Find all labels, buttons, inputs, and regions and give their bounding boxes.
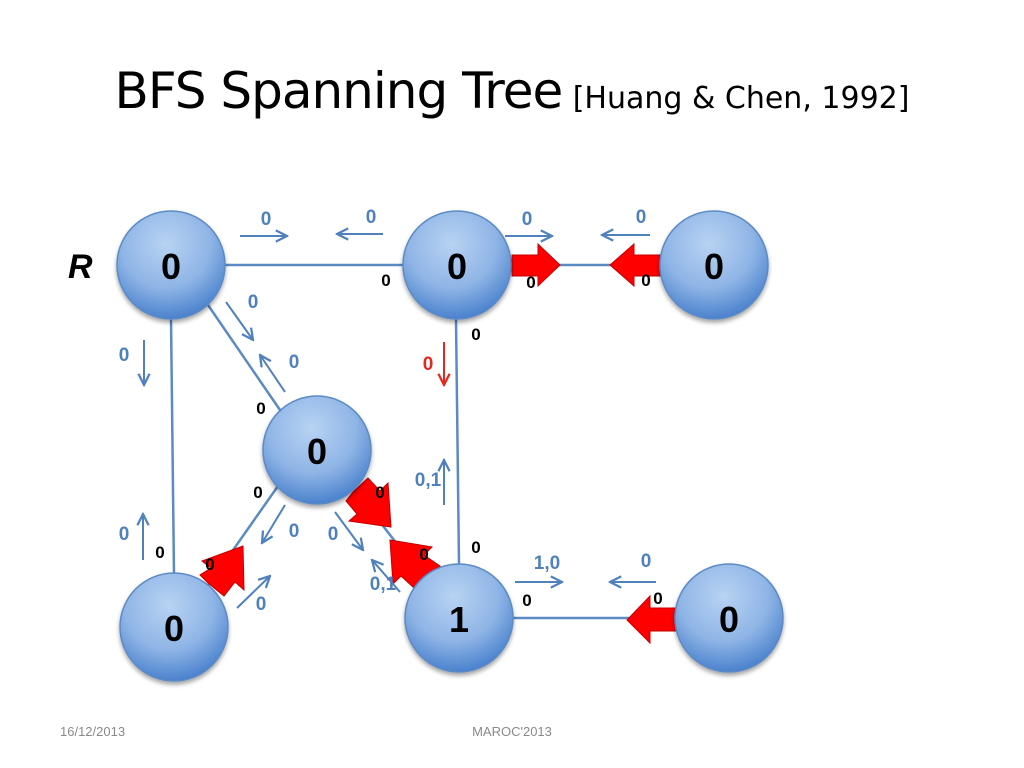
port-label-bm-nw: 0 (419, 545, 428, 564)
title-main: BFS Spanning Tree (114, 62, 564, 120)
port-label-center-se: 0 (375, 483, 384, 502)
msg-arrow-center-to-tl-icon (260, 355, 286, 393)
node-bottom-left (119, 572, 229, 682)
node-center (262, 395, 372, 505)
footer-date: 16/12/2013 (60, 724, 126, 739)
msg-label-center-to-tl: 0 (289, 352, 300, 373)
node-values: 0 0 0 0 0 1 0 (161, 246, 739, 649)
node-bottom-right (674, 563, 784, 673)
port-labels: 0 0 0 0 0 0 0 0 0 0 0 0 0 (155, 271, 662, 610)
msg-label-tm-to-tl: 0 (366, 207, 377, 228)
edge-tl-center (206, 304, 282, 411)
msg-label-bm-to-tm: 0,1 (415, 470, 442, 491)
message-labels: 0 0 0 0 0 0 0 0 0,1 0 0 0 0 0,1 1,0 0 (119, 207, 652, 615)
msg-label-tl-to-center: 0 (248, 292, 259, 313)
msg-label-br-to-bm: 0 (641, 551, 652, 572)
message-arrows (143, 234, 656, 609)
port-label-tr-west: 0 (641, 271, 650, 290)
msg-label-bl-to-center: 0 (256, 594, 267, 615)
msg-label-center-to-bm: 0 (328, 524, 339, 545)
title-citation: [Huang & Chen, 1992] (572, 81, 910, 116)
node-value-bottom-right: 0 (719, 599, 739, 640)
node-value-top-middle: 0 (447, 246, 467, 287)
parent-arrow-tm-to-tr-icon (511, 242, 561, 288)
parent-arrow-center-to-bm-icon (345, 477, 392, 528)
port-label-bm-east: 0 (522, 591, 531, 610)
port-label-center-sw: 0 (253, 483, 262, 502)
parent-arrows (199, 242, 677, 645)
parent-arrow-br-to-bm-icon (626, 594, 677, 645)
port-label-tm-south: 0 (471, 325, 480, 344)
node-bottom-middle (404, 563, 514, 673)
node-value-top-right: 0 (704, 246, 724, 287)
node-value-top-left: 0 (161, 246, 181, 287)
msg-label-center-to-bl: 0 (289, 521, 300, 542)
port-label-bl-north: 0 (155, 543, 164, 562)
footer-event: MAROC'2013 (472, 724, 552, 739)
port-label-tl-east: 0 (381, 271, 390, 290)
msg-arrow-center-to-bl-icon (262, 504, 286, 543)
node-value-bottom-left: 0 (164, 608, 184, 649)
msg-arrow-bm-to-center-icon (372, 560, 401, 593)
edge-tl-bl (169, 317, 176, 576)
port-label-tm-east: 0 (526, 273, 535, 292)
port-label-bm-north: 0 (471, 538, 480, 557)
root-marker: R (68, 248, 93, 286)
port-label-br-west: 0 (653, 589, 662, 608)
msg-label-bl-to-tl: 0 (119, 524, 130, 545)
parent-arrow-tr-to-tm-icon (609, 242, 661, 288)
node-top-middle (402, 210, 512, 320)
slide-title: BFS Spanning Tree [Huang & Chen, 1992] (0, 62, 1024, 120)
msg-label-bm-to-br: 1,0 (534, 553, 560, 574)
msg-label-tl-to-tm: 0 (261, 209, 272, 230)
msg-label-tl-to-bl: 0 (119, 345, 130, 366)
msg-label-bm-to-center: 0,1 (370, 574, 397, 595)
node-top-right (659, 210, 769, 320)
msg-label-tr-to-tm: 0 (636, 207, 647, 228)
edge-tm-bm (454, 318, 461, 566)
port-label-center-nw: 0 (256, 399, 265, 418)
node-value-center: 0 (307, 431, 327, 472)
msg-arrow-center-to-bm-icon (334, 511, 363, 550)
msg-arrow-tl-to-center-icon (225, 301, 253, 340)
msg-arrow-bl-to-center-icon (236, 576, 270, 609)
parent-arrow-bl-to-center-icon (199, 545, 245, 597)
msg-label-tm-to-bm: 0 (423, 354, 434, 375)
port-label-bl-ne: 0 (205, 555, 214, 574)
msg-label-tm-to-tr: 0 (522, 209, 533, 230)
nodes (116, 210, 784, 682)
node-value-bottom-middle: 1 (449, 599, 469, 640)
node-top-left (116, 210, 226, 320)
